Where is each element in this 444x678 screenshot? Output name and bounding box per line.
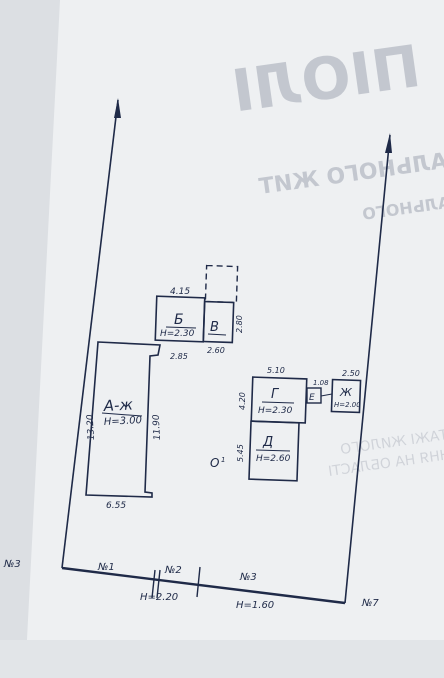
- d-height: Н=2.60: [256, 454, 291, 464]
- main-house-label-underline: [101, 412, 143, 417]
- e-link-line: [320, 393, 333, 397]
- zh-label: Ж: [339, 386, 353, 399]
- fence-mark-1: [151, 569, 156, 599]
- boundary-arrows: [114, 98, 392, 153]
- main-house-label: А-ж: [102, 395, 134, 415]
- v-label: В: [210, 320, 219, 335]
- d-label: Д: [262, 435, 273, 450]
- building-d: Д Н=2.60 5.45: [236, 420, 300, 482]
- d-dim-left: 5.45: [236, 444, 245, 462]
- arrow-left-top: [114, 98, 121, 118]
- d-label-underline: [255, 449, 291, 452]
- zh-outline: [330, 378, 362, 414]
- v-label-underline: [207, 333, 227, 336]
- zh-height: Н=2.00: [334, 401, 361, 409]
- fence-height-1: Н=2.20: [140, 592, 178, 603]
- fence-left-label: №3: [3, 559, 21, 570]
- b-label-underline: [165, 326, 197, 329]
- g-label: Г: [271, 387, 280, 402]
- b-dim-top: 4.15: [170, 287, 190, 297]
- e-label: Е: [309, 393, 315, 403]
- fence-seg3-label: №3: [239, 572, 257, 583]
- well: О 1: [210, 456, 225, 470]
- fence-height-2: Н=1.60: [236, 600, 274, 611]
- property-boundary: [61, 99, 391, 605]
- fence-mark-3: [196, 566, 201, 598]
- v-dim-right: 2.80: [235, 315, 244, 333]
- g-dim-top: 5.10: [267, 366, 285, 375]
- paper-shadow: [0, 0, 60, 678]
- paper-edge-bottom: [0, 640, 444, 678]
- boundary-right: [344, 134, 391, 604]
- arrow-right-top: [385, 133, 392, 153]
- fence-marks: [151, 566, 201, 599]
- zh-dim-top: 2.50: [342, 369, 360, 378]
- well-label: О: [210, 456, 219, 470]
- boundary-left: [61, 99, 119, 569]
- main-house-outline: [85, 341, 161, 498]
- main-house-dim-bottom: 6.55: [106, 501, 126, 511]
- building-main-house: А-ж Н=3.00 13.20 11.90 6.55: [85, 341, 163, 511]
- v-planned-extension: [204, 264, 239, 304]
- fence-seg1-label: №1: [97, 562, 115, 573]
- main-house-dim-right: 11.90: [152, 414, 163, 441]
- main-house-height: Н=3.00: [104, 415, 143, 428]
- d-outline: [248, 420, 300, 482]
- g-height: Н=2.30: [258, 406, 293, 416]
- v-dim-bottom: 2.60: [207, 346, 225, 355]
- fence-labels: №3 №1 №2 №3 №7 Н=2.20 Н=1.60: [3, 559, 379, 611]
- boundary-bottom: [61, 566, 346, 605]
- main-house-dim-left: 13.20: [86, 414, 97, 441]
- fence-right-label: №7: [361, 598, 379, 609]
- well-number: 1: [221, 456, 225, 464]
- b-height: Н=2.30: [160, 329, 195, 339]
- b-dim-step: 2.85: [170, 352, 188, 361]
- b-label: Б: [174, 312, 184, 328]
- building-v: В 2.80 2.60: [202, 264, 244, 355]
- building-e: Е 1.08: [306, 379, 333, 404]
- g-label-underline: [261, 401, 295, 404]
- g-dim-left: 4.20: [238, 392, 247, 410]
- e-dim-top: 1.08: [313, 379, 329, 387]
- fence-seg2-label: №2: [164, 565, 182, 576]
- fence-mark-2: [156, 569, 161, 599]
- building-zh: Ж Н=2.00 2.50: [330, 369, 362, 414]
